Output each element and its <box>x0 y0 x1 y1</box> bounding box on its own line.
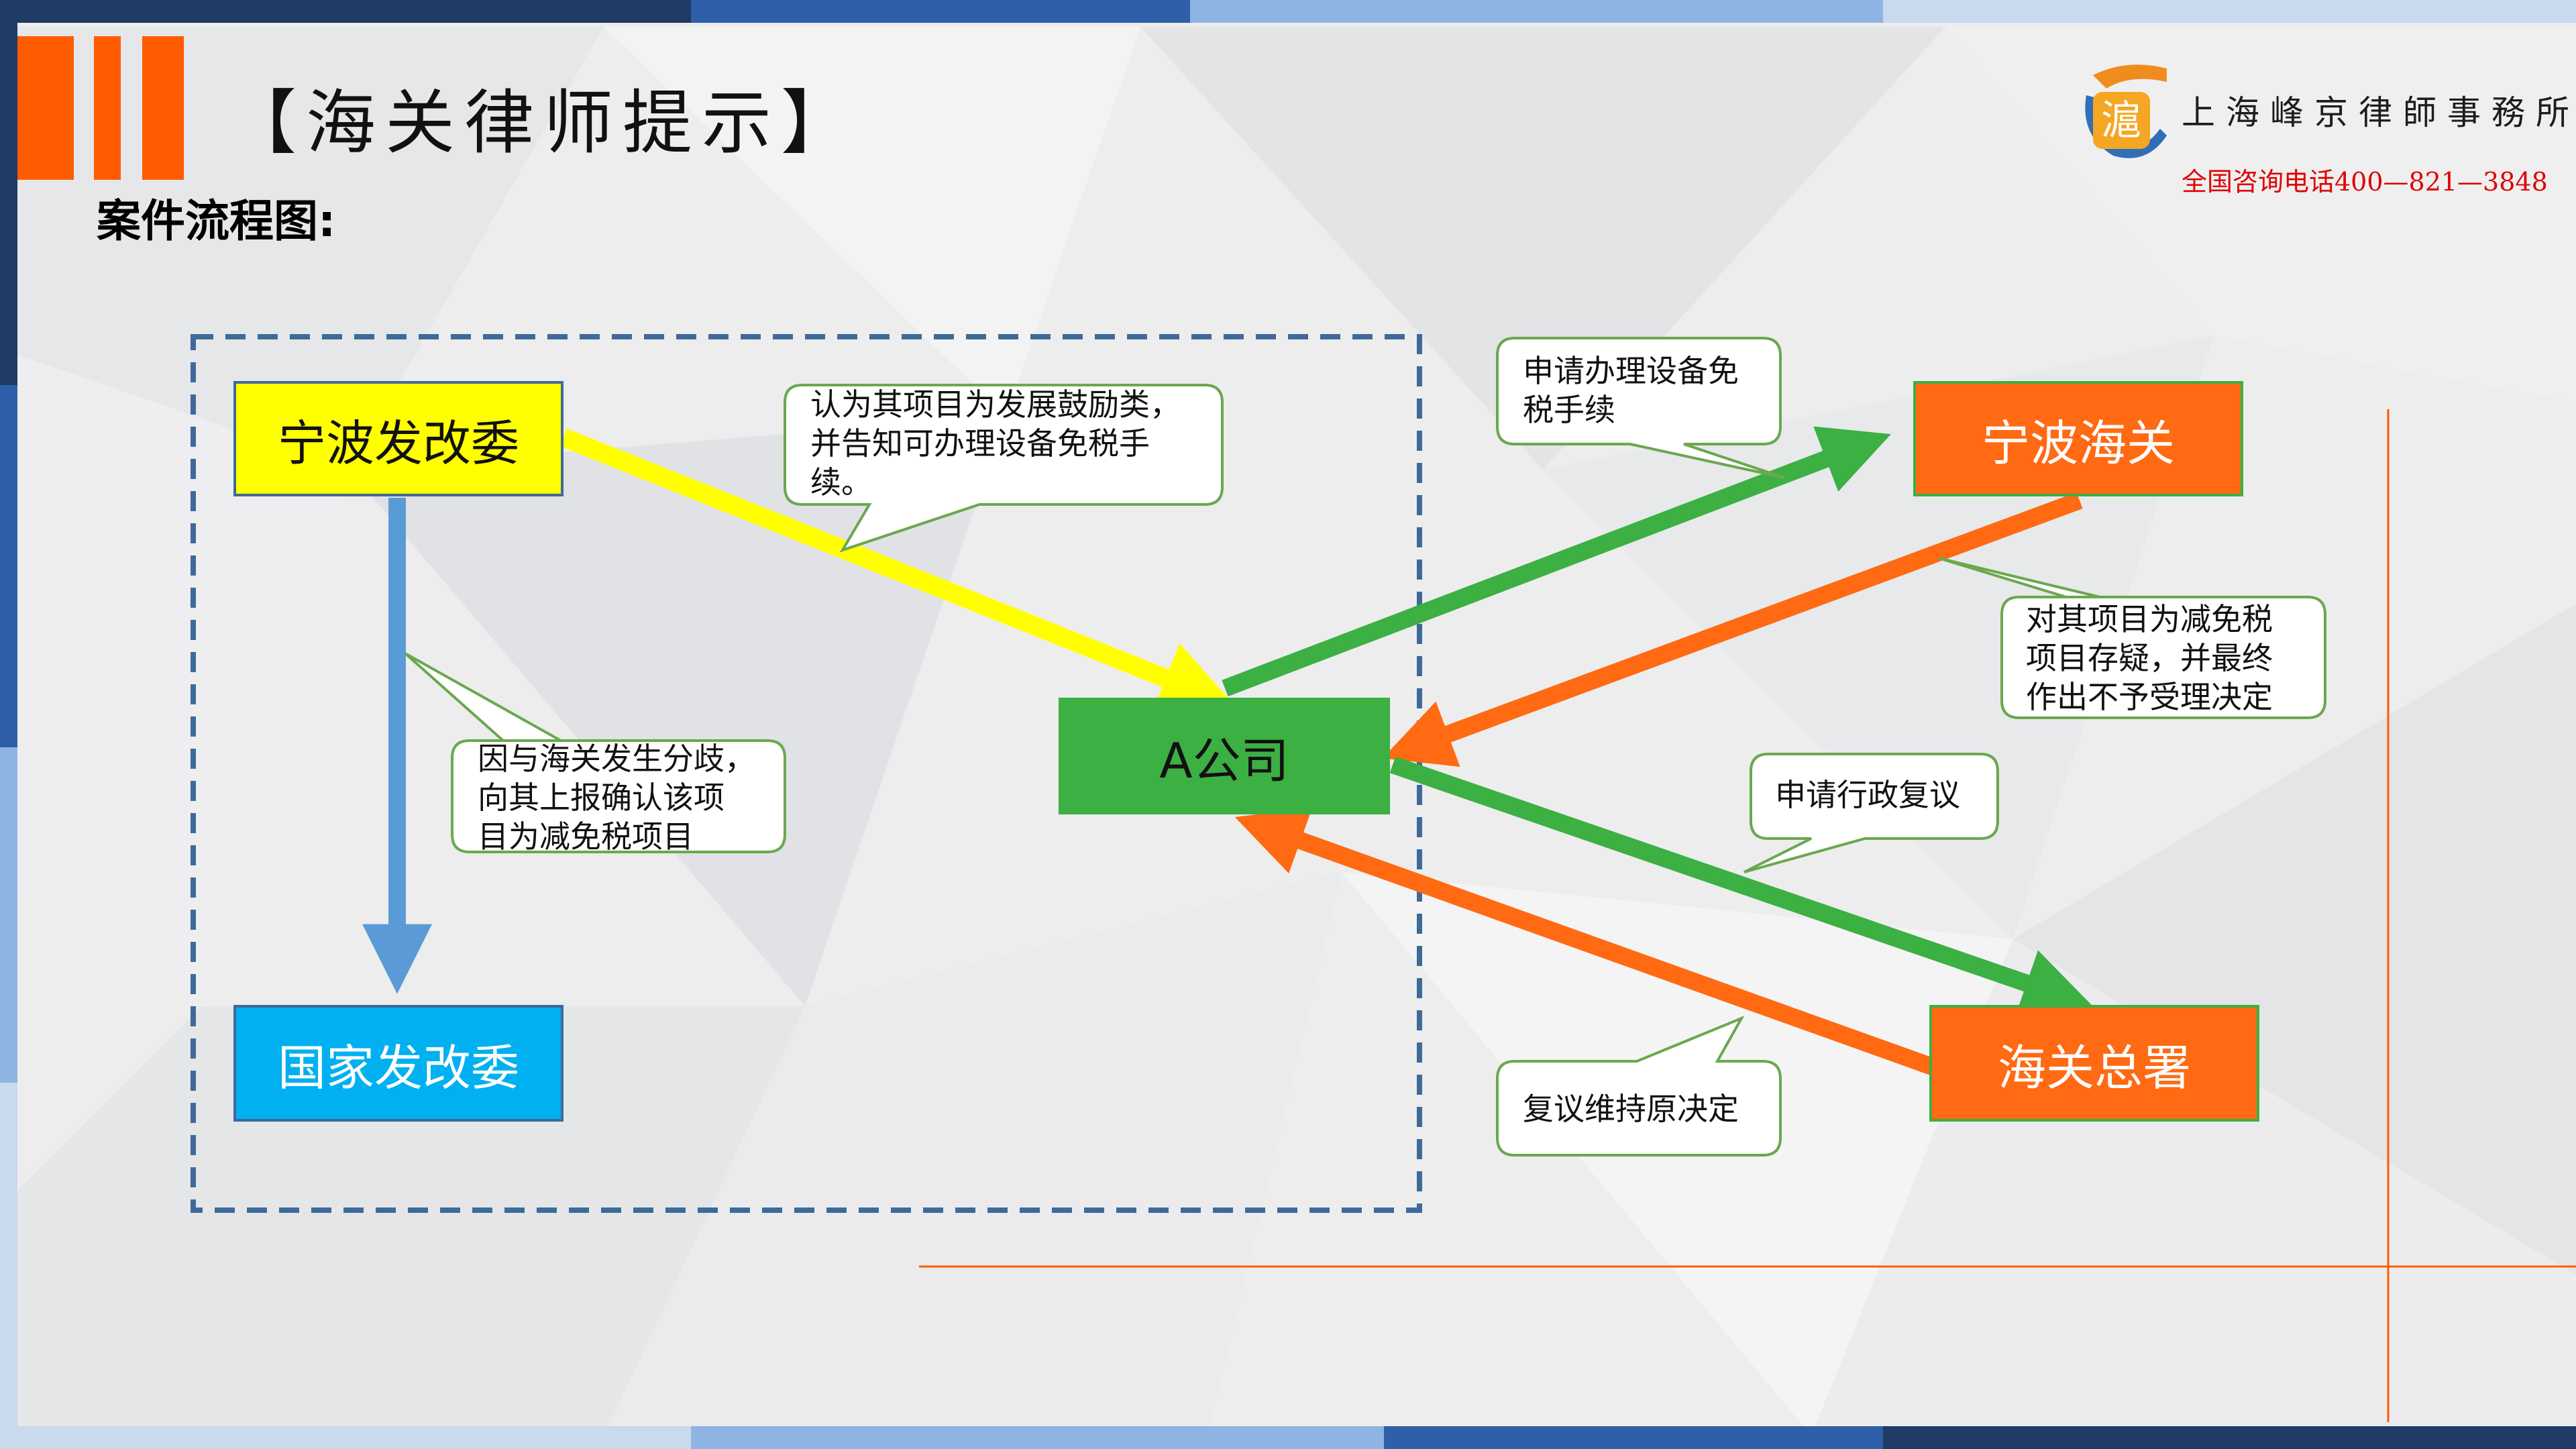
top-stripe-mid <box>691 0 1190 23</box>
left-edge-mid <box>0 385 17 747</box>
callout-encouraged-text: 认为其项目为发展鼓励类， 并告知可办理设备免税手 续。 <box>810 385 1181 502</box>
node-ningbo-ndrc-label: 宁波发改委 <box>277 415 519 472</box>
callout-apply-exemption <box>1496 337 1785 479</box>
bottom-stripe-mid <box>1384 1426 1883 1449</box>
left-edge-pale <box>0 1083 17 1426</box>
callout-dispute-line: 向其上报确认该项 <box>478 780 724 816</box>
callout-doubt-line: 作出不予受理决定 <box>2026 679 2273 715</box>
arrow-a-to-ningbo-customs <box>1222 426 1891 697</box>
callout-apply-exemption-line: 税手续 <box>1523 392 1615 428</box>
callout-apply-review <box>1743 753 1999 873</box>
bottom-stripe-light <box>691 1426 1384 1449</box>
callout-apply-review-line: 申请行政复议 <box>1775 777 1960 813</box>
callout-uphold-line: 复议维持原决定 <box>1523 1091 1739 1127</box>
callout-doubt <box>1938 557 2326 719</box>
callout-encouraged-line: 认为其项目为发展鼓励类， <box>810 386 1181 423</box>
arrow-ningbo-customs-to-a <box>1382 492 2083 767</box>
header-orange-bar-3 <box>142 36 184 180</box>
callout-doubt-line: 项目存疑，并最终 <box>2026 640 2273 676</box>
callout-encouraged-line: 并告知可办理设备免税手 <box>810 425 1150 462</box>
node-company-a-label: A公司 <box>1159 732 1289 789</box>
callout-doubt-line: 对其项目为减免税 <box>2026 601 2273 637</box>
node-ningbo-customs: 宁波海关 <box>1913 381 2243 496</box>
top-stripe-dark <box>0 0 691 23</box>
node-customs-general: 海关总署 <box>1929 1005 2259 1122</box>
firm-logo-glyph: 滬 <box>2101 97 2141 144</box>
firm-phone: 全国咨询电话400—821—3848 <box>2182 167 2548 197</box>
node-ningbo-ndrc: 宁波发改委 <box>233 381 564 496</box>
firm-name: 上海峰京律師事務所 <box>2182 93 2576 132</box>
callout-apply-review-text: 申请行政复议 <box>1775 775 1960 814</box>
node-ningbo-customs-label: 宁波海关 <box>1981 415 2175 472</box>
arrow-customs-general-to-a <box>1234 808 1935 1075</box>
left-edge-dark <box>0 23 17 385</box>
top-stripe-light <box>1190 0 1883 23</box>
node-national-ndrc-label: 国家发改委 <box>277 1039 519 1096</box>
arrow-a-to-customs-general <box>1389 756 2093 1016</box>
bottom-stripe-dark <box>1883 1426 2576 1449</box>
callout-apply-exemption-text: 申请办理设备免 税手续 <box>1523 352 1739 429</box>
callout-encouraged <box>784 384 1224 553</box>
callout-dispute <box>404 652 786 853</box>
page-title: 【海关律师提示】 <box>227 82 861 164</box>
page-subtitle: 案件流程图: <box>97 195 336 247</box>
callout-uphold <box>1496 1015 1782 1157</box>
callout-doubt-text: 对其项目为减免税 项目存疑，并最终 作出不予受理决定 <box>2026 600 2273 716</box>
header-orange-bar-2 <box>94 36 121 180</box>
callout-dispute-line: 目为减免税项目 <box>478 818 694 855</box>
node-national-ndrc: 国家发改委 <box>233 1005 564 1122</box>
callout-uphold-text: 复议维持原决定 <box>1523 1089 1739 1128</box>
callout-encouraged-line: 续。 <box>810 464 872 500</box>
callout-dispute-line: 因与海关发生分歧， <box>478 741 755 777</box>
header-orange-bar-1 <box>17 36 74 180</box>
local-region-box <box>191 334 1422 1213</box>
left-edge-light <box>0 747 17 1083</box>
bottom-stripe-pale <box>0 1426 691 1449</box>
arrow-ningbo-ndrc-to-a <box>559 429 1236 714</box>
firm-logo-icon: 滬 <box>2085 64 2167 158</box>
node-customs-general-label: 海关总署 <box>1997 1039 2191 1096</box>
top-stripe-pale <box>1883 0 2576 23</box>
node-company-a: A公司 <box>1059 698 1390 814</box>
callout-apply-exemption-line: 申请办理设备免 <box>1523 353 1739 389</box>
callout-dispute-text: 因与海关发生分歧， 向其上报确认该项 目为减免税项目 <box>478 739 755 856</box>
